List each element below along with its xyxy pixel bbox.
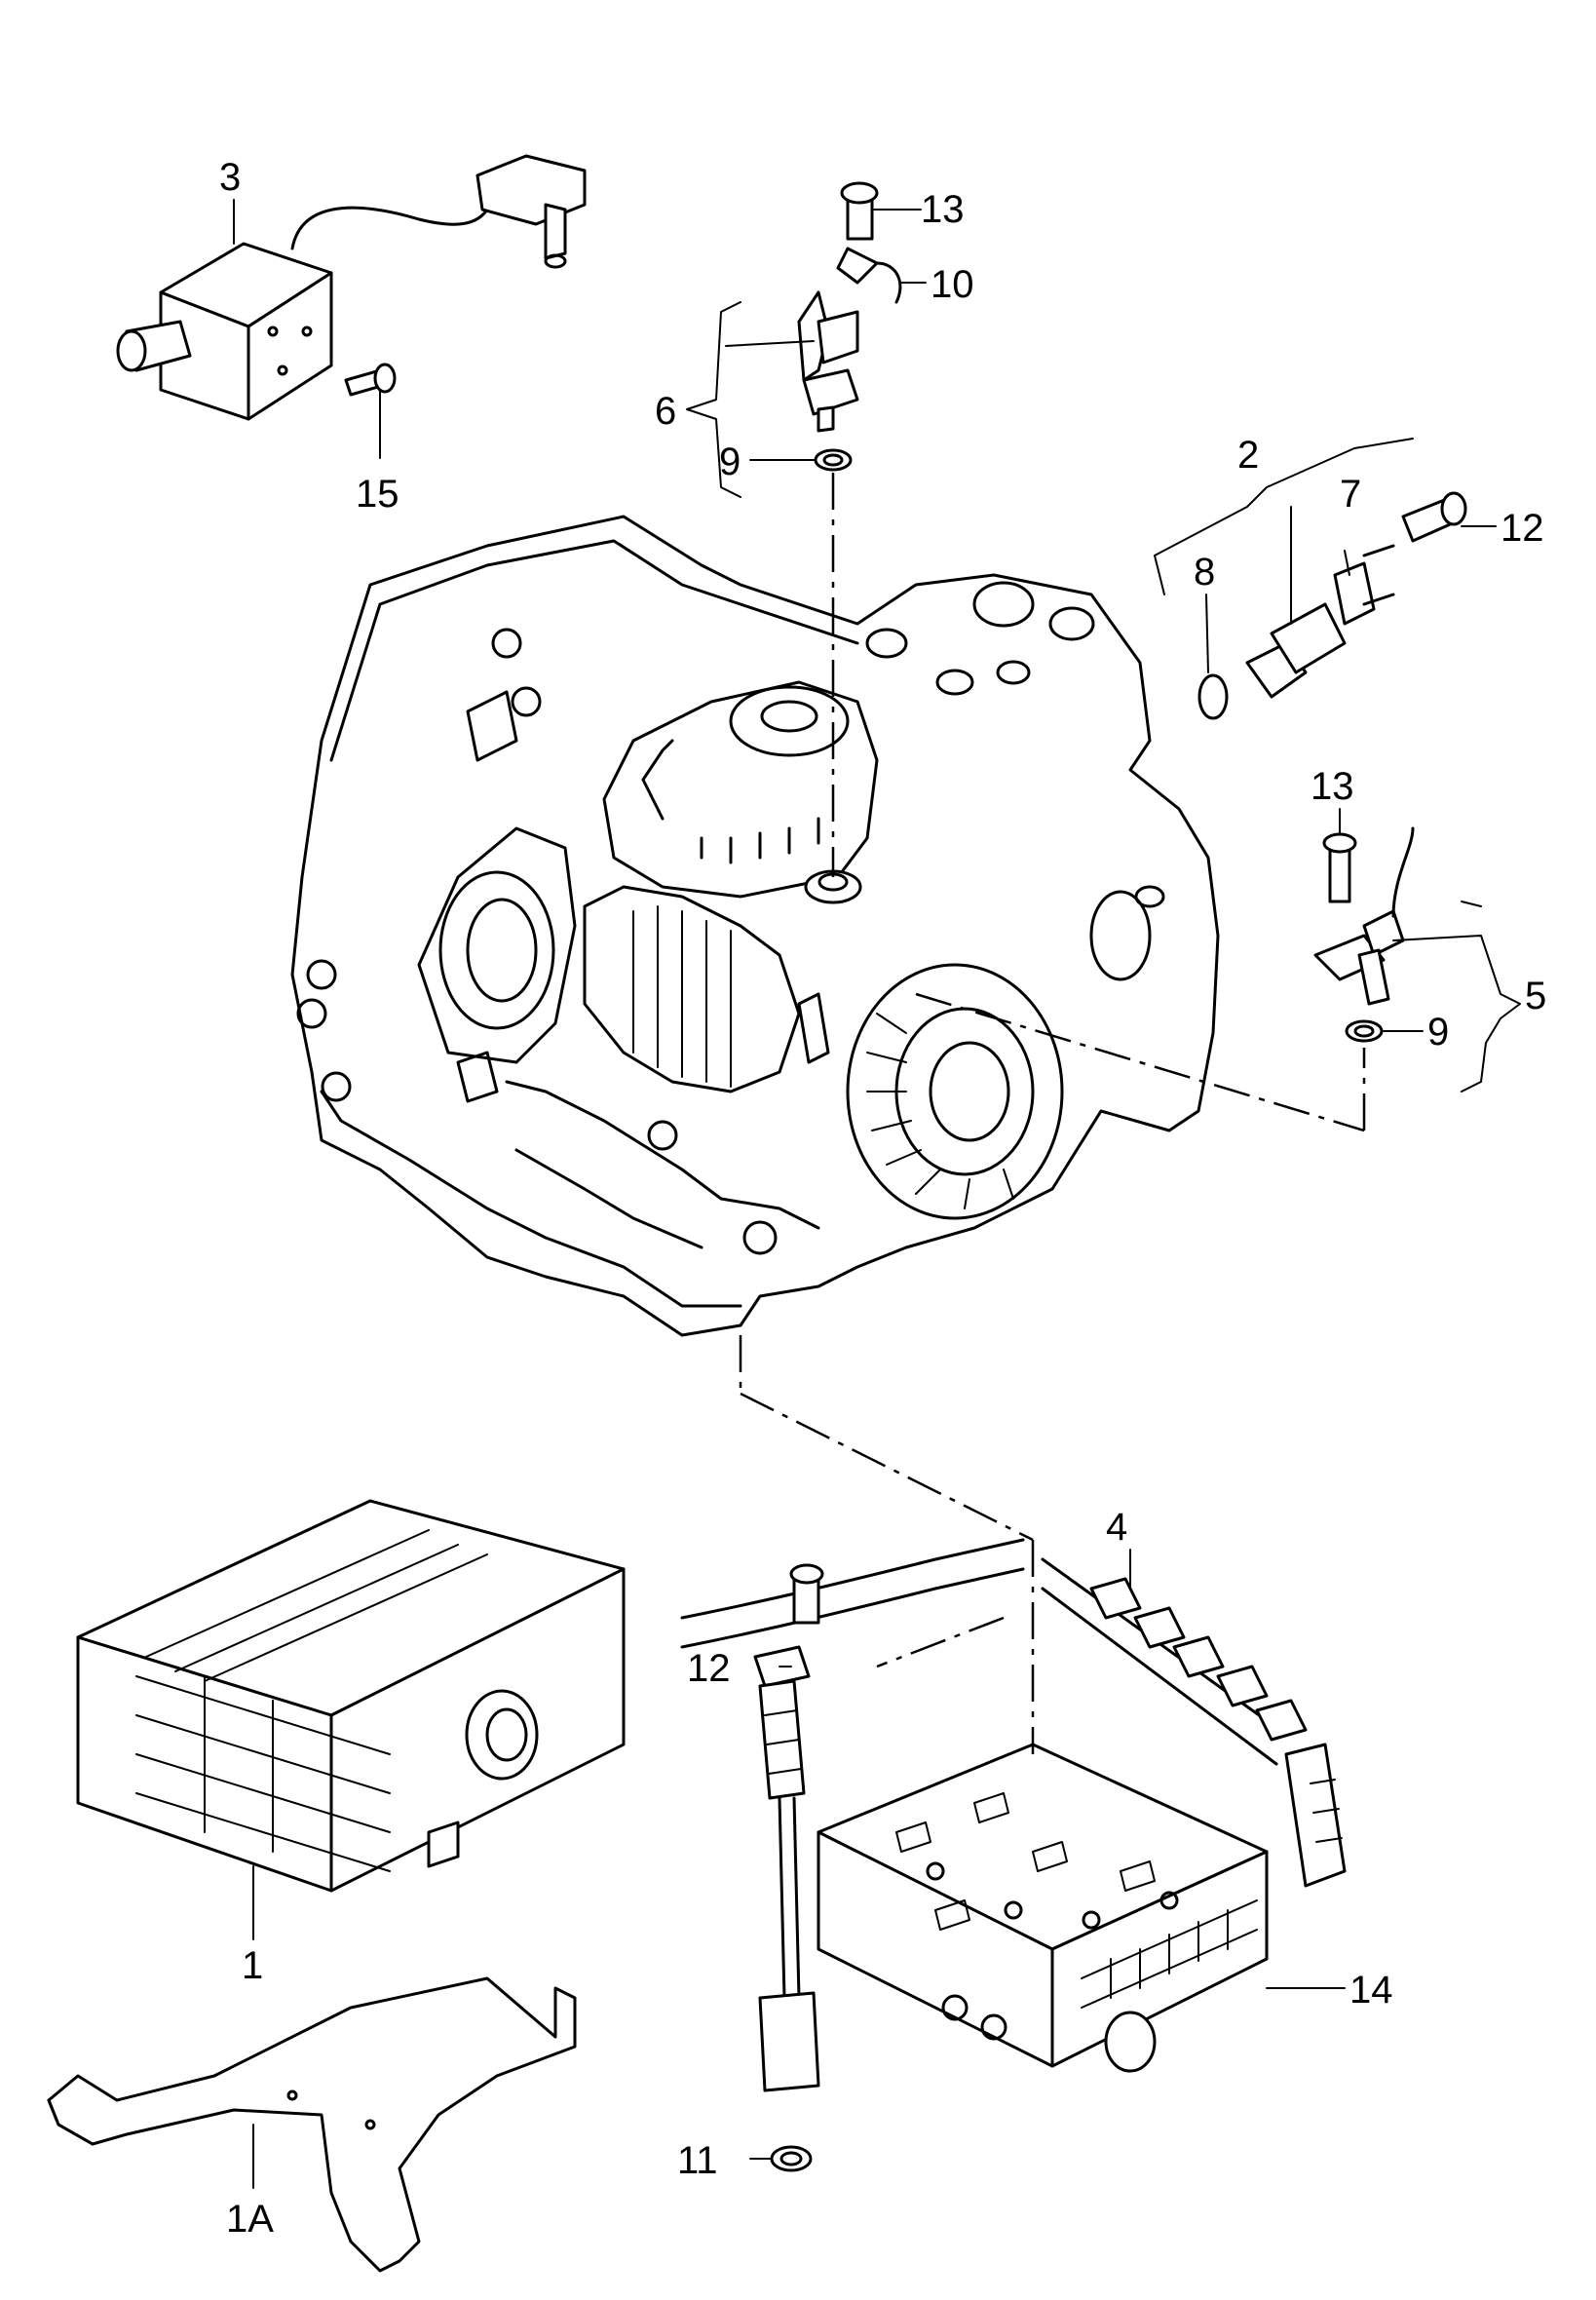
callout-1a: 1A — [226, 2198, 274, 2241]
callout-13-top: 13 — [921, 188, 965, 231]
part-4-harness — [680, 1538, 1347, 1888]
callout-6: 6 — [655, 390, 676, 433]
leader-lines — [233, 199, 1521, 2189]
callout-10: 10 — [931, 263, 974, 306]
callout-7: 7 — [1340, 473, 1361, 516]
callout-15: 15 — [356, 473, 399, 516]
callout-13-right: 13 — [1311, 765, 1354, 808]
part-3-solenoid-block — [116, 154, 587, 421]
part-1-control-unit — [76, 1499, 626, 1893]
callout-12-left: 12 — [687, 1647, 731, 1690]
callout-11: 11 — [677, 2139, 718, 2182]
callout-9-right: 9 — [1427, 1011, 1449, 1054]
callout-5: 5 — [1525, 975, 1546, 1017]
callout-8: 8 — [1194, 551, 1215, 594]
callout-1: 1 — [242, 1944, 263, 1987]
part-2-sender — [1197, 491, 1467, 720]
callout-2: 2 — [1237, 434, 1259, 477]
callout-14: 14 — [1349, 1969, 1393, 2012]
callout-12-right: 12 — [1501, 507, 1544, 550]
part-6-speed-sensor — [797, 181, 902, 472]
callout-4: 4 — [1106, 1506, 1127, 1549]
transmission-housing — [290, 515, 1220, 1337]
part-11-sender — [753, 1563, 824, 2172]
callout-3: 3 — [219, 156, 241, 199]
part-14-valve-body — [817, 1743, 1269, 2073]
callout-9-top: 9 — [719, 441, 741, 483]
callout-labels: 3 15 13 10 6 9 2 7 8 12 13 5 9 1 1A 4 12… — [219, 156, 1546, 2241]
assembly-lines — [739, 473, 1366, 1754]
part-1a-bracket — [47, 1976, 577, 2273]
part-5-sensor — [1313, 826, 1415, 1043]
